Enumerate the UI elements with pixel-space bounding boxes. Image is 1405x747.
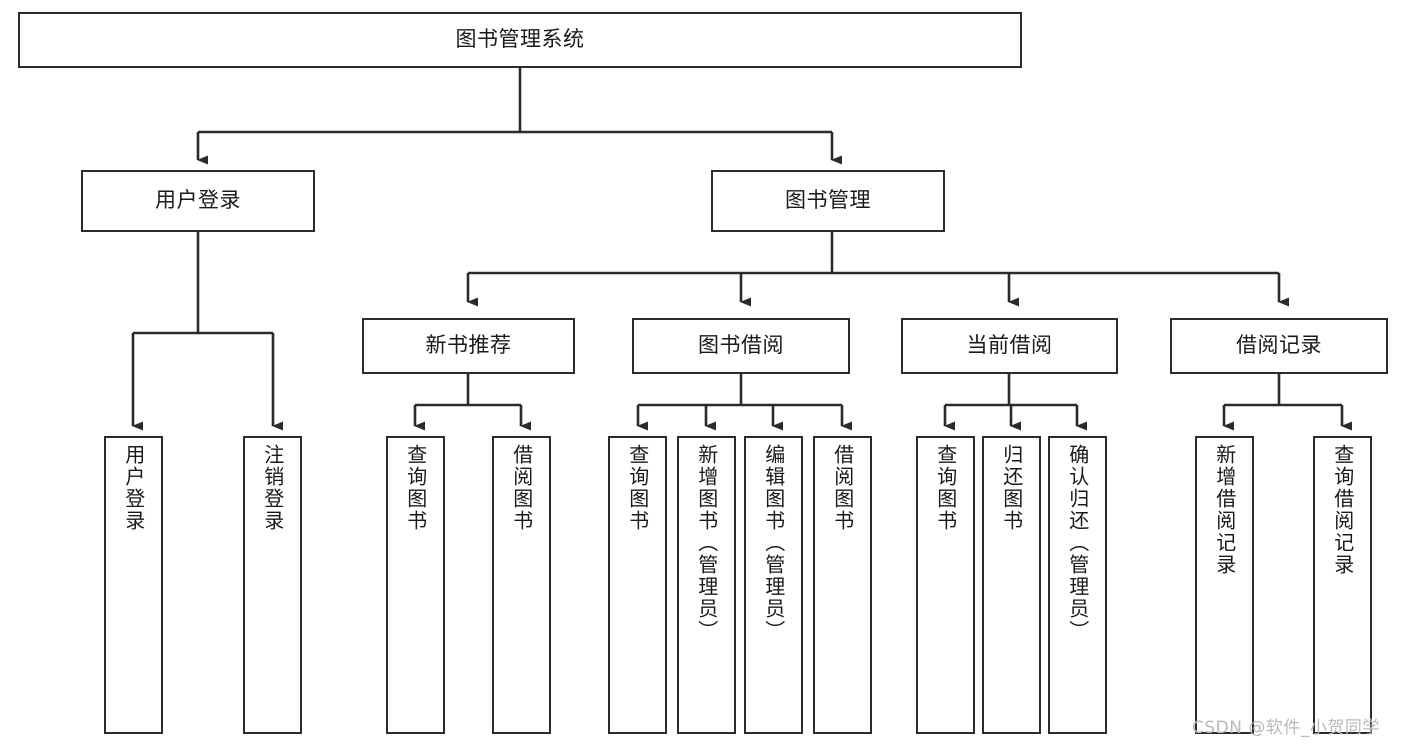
node-borrow-record[interactable]: 借阅记录 (1170, 318, 1388, 374)
node-leaf-query-record-label: 查询借阅记录 (1330, 444, 1355, 576)
node-leaf-borrow-book-2-label: 借阅图书 (830, 444, 855, 532)
node-leaf-user-login[interactable]: 用户登录 (104, 436, 163, 734)
node-book-manage[interactable]: 图书管理 (711, 170, 945, 232)
node-new-book-recommend-label: 新书推荐 (425, 333, 512, 358)
node-leaf-borrow-book-2[interactable]: 借阅图书 (813, 436, 872, 734)
node-leaf-edit-book[interactable]: 编辑图书（管理员） (744, 436, 803, 734)
node-current-borrow-label: 当前借阅 (966, 333, 1053, 358)
node-book-borrow[interactable]: 图书借阅 (632, 318, 850, 374)
node-leaf-user-logout[interactable]: 注销登录 (243, 436, 302, 734)
node-leaf-query-book-3[interactable]: 查询图书 (916, 436, 975, 734)
node-leaf-add-book-label: 新增图书（管理员） (694, 444, 719, 642)
node-new-book-recommend[interactable]: 新书推荐 (362, 318, 575, 374)
node-leaf-add-record[interactable]: 新增借阅记录 (1195, 436, 1254, 734)
node-book-borrow-label: 图书借阅 (698, 333, 784, 358)
csdn-watermark: CSDN @软件_小贺同学 (1192, 718, 1380, 738)
node-leaf-user-logout-label: 注销登录 (260, 444, 285, 532)
node-leaf-query-book-1-label: 查询图书 (403, 444, 428, 532)
node-current-borrow[interactable]: 当前借阅 (901, 318, 1118, 374)
node-leaf-add-book[interactable]: 新增图书（管理员） (677, 436, 736, 734)
node-book-manage-label: 图书管理 (785, 188, 871, 213)
node-user-login[interactable]: 用户登录 (81, 170, 315, 232)
node-leaf-add-record-label: 新增借阅记录 (1212, 444, 1237, 576)
node-leaf-return-book[interactable]: 归还图书 (982, 436, 1041, 734)
node-leaf-confirm-return[interactable]: 确认归还（管理员） (1048, 436, 1107, 734)
node-leaf-user-login-label: 用户登录 (121, 444, 146, 532)
node-leaf-query-record[interactable]: 查询借阅记录 (1313, 436, 1372, 734)
node-leaf-confirm-return-label: 确认归还（管理员） (1065, 444, 1090, 642)
node-user-login-label: 用户登录 (155, 188, 241, 213)
node-leaf-return-book-label: 归还图书 (999, 444, 1024, 532)
node-root-label: 图书管理系统 (455, 27, 585, 52)
node-leaf-edit-book-label: 编辑图书（管理员） (761, 444, 786, 642)
node-leaf-borrow-book-1-label: 借阅图书 (509, 444, 534, 532)
node-root[interactable]: 图书管理系统 (18, 12, 1022, 68)
node-leaf-query-book-2-label: 查询图书 (625, 444, 650, 532)
node-leaf-borrow-book-1[interactable]: 借阅图书 (492, 436, 551, 734)
node-borrow-record-label: 借阅记录 (1236, 333, 1322, 358)
node-leaf-query-book-3-label: 查询图书 (933, 444, 958, 532)
node-leaf-query-book-2[interactable]: 查询图书 (608, 436, 667, 734)
node-leaf-query-book-1[interactable]: 查询图书 (386, 436, 445, 734)
